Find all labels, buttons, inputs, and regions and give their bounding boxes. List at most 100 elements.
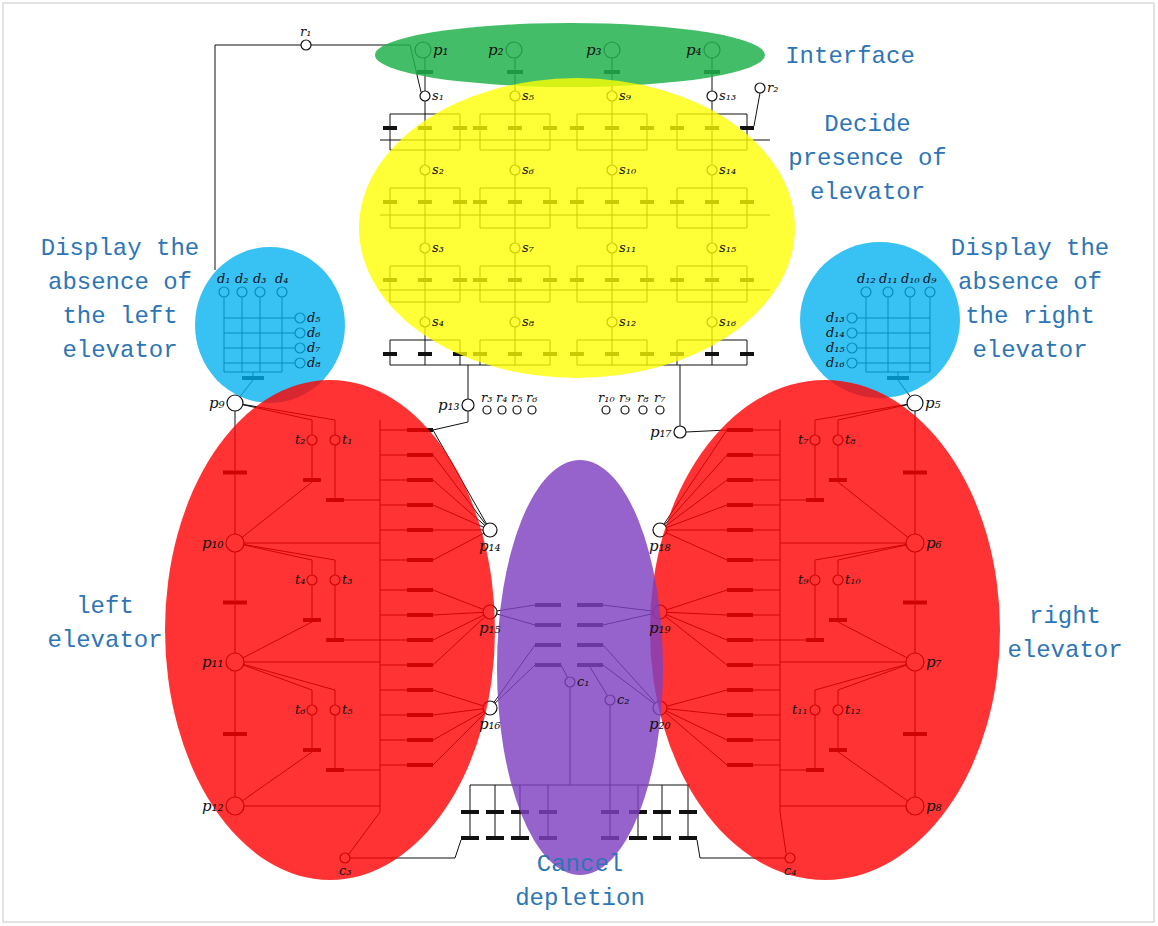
arc-line [712, 356, 713, 365]
place-label: r₈ [637, 391, 648, 405]
place-label: s₄ [432, 315, 444, 329]
place-circle [227, 395, 243, 411]
place-label: t₁ [342, 433, 352, 447]
arc-line [638, 814, 639, 836]
region-title: right elevator [985, 600, 1145, 668]
place-label: c₁ [577, 675, 590, 689]
transition-bar [653, 836, 671, 840]
region-fill [800, 242, 960, 398]
transition-bar [653, 810, 671, 814]
place-circle [707, 91, 717, 101]
place-label: r₂ [767, 81, 778, 95]
place-label: p₆ [926, 535, 942, 552]
place-label: d₁₆ [826, 356, 845, 370]
arc-line [520, 814, 521, 836]
place-label: d₁₁ [879, 272, 898, 286]
place-label: s₁₄ [719, 163, 736, 177]
place-label: p₁₈ [649, 538, 671, 555]
place-label: r₉ [619, 391, 630, 405]
region-title: left elevator [30, 590, 180, 658]
place-label: r₃ [481, 391, 492, 405]
place-circle [639, 406, 647, 414]
transition-bar [383, 126, 397, 130]
place-label: t₂ [295, 433, 305, 447]
place-label: d₆ [307, 326, 321, 340]
place-label: r₇ [654, 391, 665, 405]
arc-line [390, 340, 391, 352]
arc-line [425, 74, 426, 91]
transition-bar [486, 836, 504, 840]
place-circle [907, 395, 923, 411]
arc-line [455, 840, 461, 858]
arc-line [215, 45, 301, 46]
place-circle [420, 91, 430, 101]
place-label: p₅ [925, 395, 941, 412]
transition-bar [705, 352, 719, 356]
place-label: s₁₆ [719, 315, 736, 329]
place-label: s₆ [522, 163, 534, 177]
place-label: d₁₅ [826, 341, 845, 355]
place-label: p₁₅ [479, 620, 501, 637]
place-circle [483, 523, 497, 537]
region-title: Cancel depletion [500, 848, 660, 916]
region-ellipse: right elevator [650, 380, 1000, 880]
place-label: p₈ [926, 798, 942, 815]
region-fill [650, 380, 1000, 880]
place-label: r₄ [496, 391, 507, 405]
place-label: c₂ [617, 693, 630, 707]
region-ellipse: Cancel depletion [497, 460, 663, 875]
transition-bar [461, 836, 479, 840]
arc-line [662, 814, 663, 836]
place-label: p₁₄ [479, 538, 501, 555]
transition-bar [486, 810, 504, 814]
place-label: p₁ [433, 42, 449, 59]
place-label: s₃ [432, 241, 444, 255]
place-label: t₉ [798, 573, 808, 587]
place-label: t₆ [295, 703, 305, 717]
transition-bar [740, 126, 754, 130]
arc-line [215, 45, 216, 270]
place-label: p₁₆ [479, 716, 501, 733]
arc-line [688, 785, 689, 810]
place-label: p₄ [686, 42, 702, 59]
place-label: r₁ [300, 25, 311, 39]
place-circle [483, 406, 491, 414]
arc-line [425, 340, 426, 352]
place-label: s₉ [619, 89, 631, 103]
place-label: p₁₂ [202, 798, 224, 815]
region-ellipse: Display the absence of the right elevato… [800, 242, 960, 398]
transition-bar [740, 352, 754, 356]
place-label: d₁₄ [826, 326, 845, 340]
arc-line [390, 356, 391, 365]
place-circle [513, 406, 521, 414]
place-label: t₈ [845, 433, 855, 447]
transition-bar [383, 352, 397, 356]
arc-line [680, 365, 681, 426]
region-ellipse: Decide presence of elevator [359, 78, 795, 378]
region-outline [800, 242, 960, 398]
place-label: p₉ [209, 395, 225, 412]
arc-line [468, 365, 469, 399]
place-label: s₇ [522, 241, 534, 255]
arc-line [747, 340, 748, 352]
place-circle [301, 40, 311, 50]
place-label: t₄ [295, 573, 305, 587]
place-label: d₁₂ [857, 272, 876, 286]
region-fill [497, 460, 663, 875]
place-circle [656, 406, 664, 414]
place-label: s₁₁ [619, 241, 636, 255]
arc-line [495, 785, 496, 810]
place-label: c₃ [339, 864, 352, 878]
place-label: d₁₀ [901, 272, 920, 286]
region-title: Display the absence of the right elevato… [940, 232, 1120, 368]
transition-bar [461, 810, 479, 814]
place-label: t₁₁ [792, 703, 808, 717]
place-label: d₁₃ [826, 311, 845, 325]
place-label: r₅ [511, 391, 522, 405]
place-label: p₂ [488, 42, 504, 59]
region-fill [375, 23, 765, 87]
place-label: d₂ [235, 272, 249, 286]
place-label: p₁₉ [649, 620, 671, 637]
region-outline [195, 247, 345, 403]
place-label: d₇ [307, 341, 321, 355]
